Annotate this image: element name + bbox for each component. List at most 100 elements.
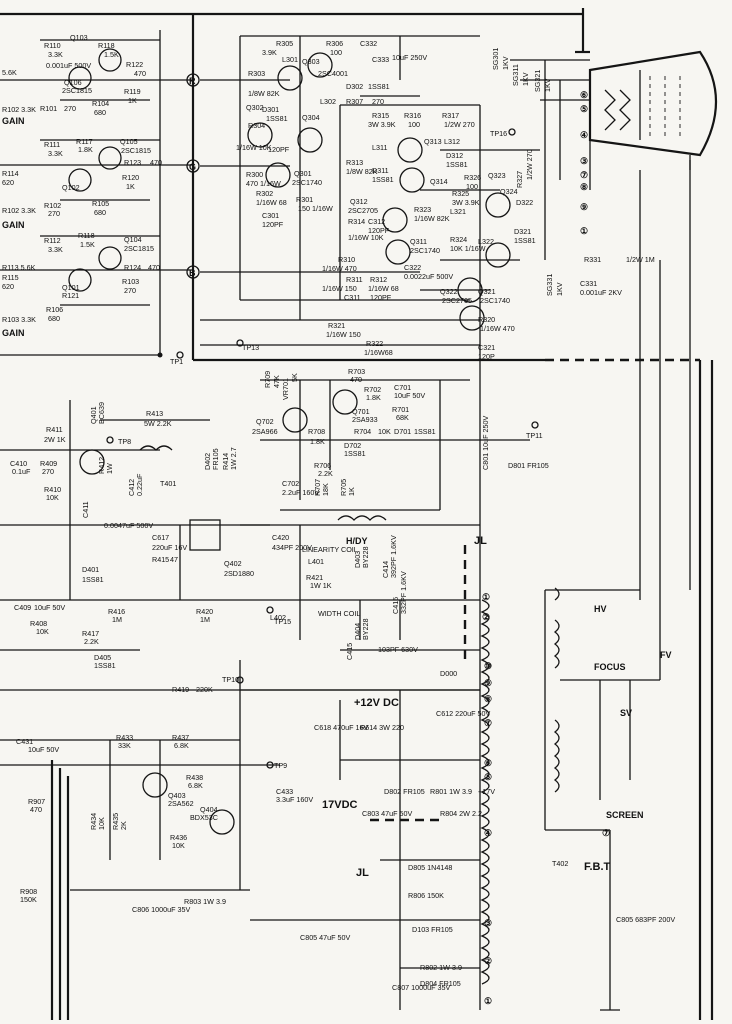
screen-label: SCREEN: [606, 810, 644, 820]
svg-text:103PF 630V: 103PF 630V: [378, 645, 418, 654]
svg-text:10K: 10K: [172, 841, 185, 850]
svg-text:R325: R325: [452, 189, 469, 198]
svg-text:5W 2.2K: 5W 2.2K: [144, 419, 172, 428]
svg-text:C420: C420: [272, 533, 289, 542]
svg-text:1M: 1M: [112, 615, 122, 624]
svg-text:120PF: 120PF: [268, 145, 290, 154]
svg-text:1SS81: 1SS81: [514, 236, 536, 245]
svg-text:R702: R702: [364, 385, 381, 394]
svg-text:L311: L311: [372, 143, 387, 152]
svg-text:R300: R300: [246, 170, 263, 179]
svg-text:68K: 68K: [396, 413, 409, 422]
vertical-section: [260, 379, 530, 511]
svg-text:Q303: Q303: [302, 57, 320, 66]
svg-text:1.5K: 1.5K: [104, 50, 119, 59]
svg-text:D311: D311: [372, 166, 389, 175]
svg-text:③: ③: [580, 156, 588, 166]
svg-text:TP11: TP11: [526, 431, 543, 440]
svg-text:270: 270: [42, 467, 54, 476]
svg-text:270: 270: [64, 104, 76, 113]
svg-text:BC639: BC639: [97, 402, 106, 424]
svg-text:R124: R124: [124, 263, 141, 272]
output-stage-wires: [200, 35, 590, 380]
svg-text:C414: C414: [381, 561, 390, 578]
svg-text:L321: L321: [450, 207, 466, 216]
svg-text:R416: R416: [108, 607, 125, 616]
svg-text:+17V: +17V: [478, 787, 495, 796]
svg-text:R411: R411: [46, 425, 63, 434]
svg-text:2SC2705: 2SC2705: [348, 206, 378, 215]
svg-text:R408: R408: [30, 619, 47, 628]
svg-text:120PF: 120PF: [368, 226, 390, 235]
focus-label: FOCUS: [594, 662, 626, 672]
svg-text:⑧: ⑧: [580, 182, 588, 192]
svg-text:R315: R315: [372, 111, 389, 120]
video-amp-section: [0, 30, 193, 358]
svg-text:SG301: SG301: [491, 48, 500, 70]
svg-text:L322: L322: [478, 237, 494, 246]
svg-text:R324: R324: [450, 235, 467, 244]
svg-text:1/16W 470: 1/16W 470: [322, 264, 357, 273]
svg-text:1W 1K: 1W 1K: [310, 581, 332, 590]
svg-text:JL: JL: [474, 535, 487, 547]
svg-text:1K: 1K: [128, 96, 137, 105]
svg-text:R413: R413: [146, 409, 163, 418]
svg-text:Q402: Q402: [224, 559, 242, 568]
svg-text:1KV: 1KV: [501, 56, 510, 70]
svg-text:120PF: 120PF: [262, 220, 284, 229]
svg-text:1.8K: 1.8K: [78, 145, 93, 154]
svg-text:JL: JL: [356, 867, 369, 879]
svg-text:C803 47uF 50V: C803 47uF 50V: [362, 809, 413, 818]
svg-text:R104: R104: [92, 99, 109, 108]
tube-pins: ⑥ ⑤ ④ ③ ⑦ ⑧ ⑨ ①: [580, 90, 588, 236]
svg-text:C805 47uF 50V: C805 47uF 50V: [300, 933, 351, 942]
svg-text:2.2K: 2.2K: [84, 637, 99, 646]
svg-text:D403: D403: [353, 551, 362, 568]
svg-text:R701: R701: [392, 405, 409, 414]
svg-text:332PF 1.6KV: 332PF 1.6KV: [399, 571, 408, 614]
svg-text:TP9: TP9: [274, 761, 287, 770]
svg-text:470: 470: [148, 263, 160, 272]
svg-text:D103 FR105: D103 FR105: [412, 925, 453, 934]
svg-text:R317: R317: [442, 111, 459, 120]
svg-text:D312: D312: [446, 151, 463, 160]
svg-text:C301: C301: [262, 211, 279, 220]
svg-text:Q106: Q106: [64, 78, 82, 87]
svg-text:0.0022uF 500V: 0.0022uF 500V: [404, 272, 453, 281]
svg-text:1/16W68: 1/16W68: [364, 348, 393, 357]
video-amp-labels: R110 3.3K 0.001uF 500V Q103 R118 1.5K R1…: [40, 33, 162, 323]
svg-text:T401: T401: [160, 479, 176, 488]
svg-text:C807 1000uF 35V: C807 1000uF 35V: [392, 983, 451, 992]
svg-text:C311: C311: [344, 293, 361, 302]
svg-text:270: 270: [372, 97, 384, 106]
svg-text:R101: R101: [40, 104, 57, 113]
svg-text:R115: R115: [2, 273, 19, 282]
svg-text:0.1uF: 0.1uF: [12, 467, 31, 476]
svg-text:VR701: VR701: [281, 378, 290, 400]
svg-text:R304: R304: [248, 121, 265, 130]
svg-text:470 1/16W: 470 1/16W: [246, 179, 281, 188]
svg-text:10K: 10K: [378, 427, 391, 436]
svg-text:1SS81: 1SS81: [414, 427, 436, 436]
sv-label: SV: [620, 708, 632, 718]
svg-text:C322: C322: [404, 263, 421, 272]
svg-text:TP13: TP13: [242, 343, 259, 352]
node-g: G: [189, 162, 196, 172]
svg-text:10K: 10K: [46, 493, 59, 502]
svg-text:R412: R412: [97, 457, 106, 474]
svg-text:6.8K: 6.8K: [188, 781, 203, 790]
svg-text:Q302: Q302: [246, 103, 264, 112]
svg-text:R313: R313: [346, 158, 363, 167]
svg-text:Q101: Q101: [62, 283, 80, 292]
svg-text:470: 470: [134, 69, 146, 78]
svg-text:434PF 200V: 434PF 200V: [272, 543, 312, 552]
svg-text:R322: R322: [366, 339, 383, 348]
svg-text:TP15: TP15: [274, 617, 291, 626]
svg-text:10uF 50V: 10uF 50V: [34, 603, 65, 612]
node-r: R: [189, 76, 196, 86]
svg-text:D401: D401: [82, 565, 99, 574]
svg-text:R614 3W 220: R614 3W 220: [360, 723, 404, 732]
vertical-labels: R709 47K VR701 5K R703 470 R702 1.8K C70…: [252, 367, 436, 497]
svg-text:D802 FR105: D802 FR105: [384, 787, 425, 796]
svg-text:Q102: Q102: [62, 183, 80, 192]
